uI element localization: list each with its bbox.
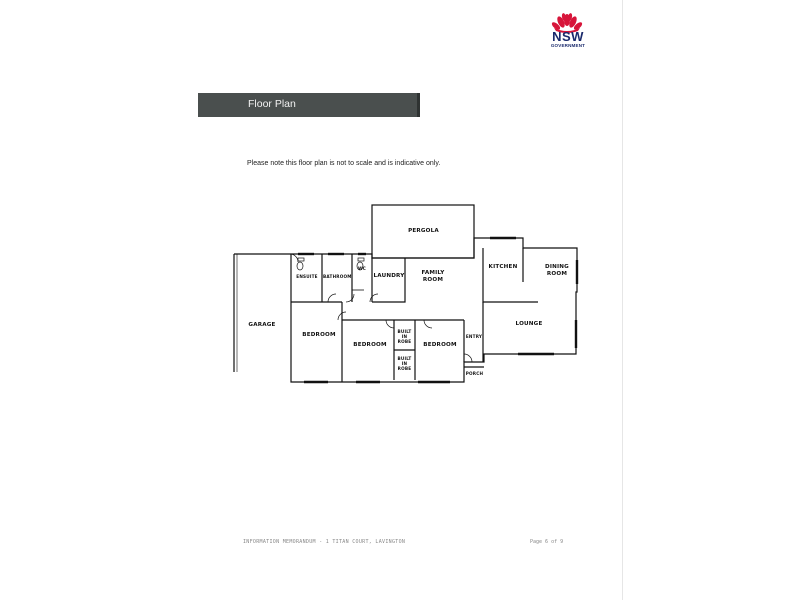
room-label-bedroom-2: BEDROOM <box>353 342 387 348</box>
footer-document-title: INFORMATION MEMORANDUM - 1 TITAN COURT, … <box>243 539 406 545</box>
room-label-dining: DINING ROOM <box>545 264 569 277</box>
room-label-robe-1: BUILT IN ROBE <box>397 329 412 344</box>
room-label-bedroom-3: BEDROOM <box>423 342 457 348</box>
room-label-bedroom-1: BEDROOM <box>302 332 336 338</box>
disclaimer-note: Please note this floor plan is not to sc… <box>247 160 441 167</box>
room-label-garage: GARAGE <box>248 322 276 328</box>
room-label-kitchen: KITCHEN <box>488 264 518 270</box>
room-label-bathroom: BATHROOM <box>323 274 352 279</box>
room-label-entry: ENTRY <box>465 334 483 339</box>
room-label-lounge: LOUNGE <box>515 321 543 327</box>
logo-text: NSW <box>552 29 584 44</box>
room-label-family: FAMILY ROOM <box>421 270 445 283</box>
section-banner: Floor Plan <box>198 93 420 117</box>
room-label-laundry: LAUNDRY <box>373 273 405 279</box>
waratah-logo-icon <box>551 13 583 33</box>
floor-plan: PERGOLA ENSUITE BATHROOM WC LAUNDRY FAMI… <box>228 202 583 384</box>
room-label-robe-2: BUILT IN ROBE <box>397 356 412 371</box>
room-label-pergola: PERGOLA <box>408 228 439 234</box>
room-label-wc: WC <box>357 266 367 271</box>
room-label-porch: PORCH <box>465 371 484 376</box>
floor-plan-drawing <box>233 204 579 384</box>
footer-page-number: Page 6 of 9 <box>530 539 564 545</box>
logo-subtext: GOVERNMENT <box>550 43 586 48</box>
page-edge <box>622 0 623 600</box>
banner-title: Floor Plan <box>248 98 296 110</box>
room-label-ensuite: ENSUITE <box>296 274 318 279</box>
